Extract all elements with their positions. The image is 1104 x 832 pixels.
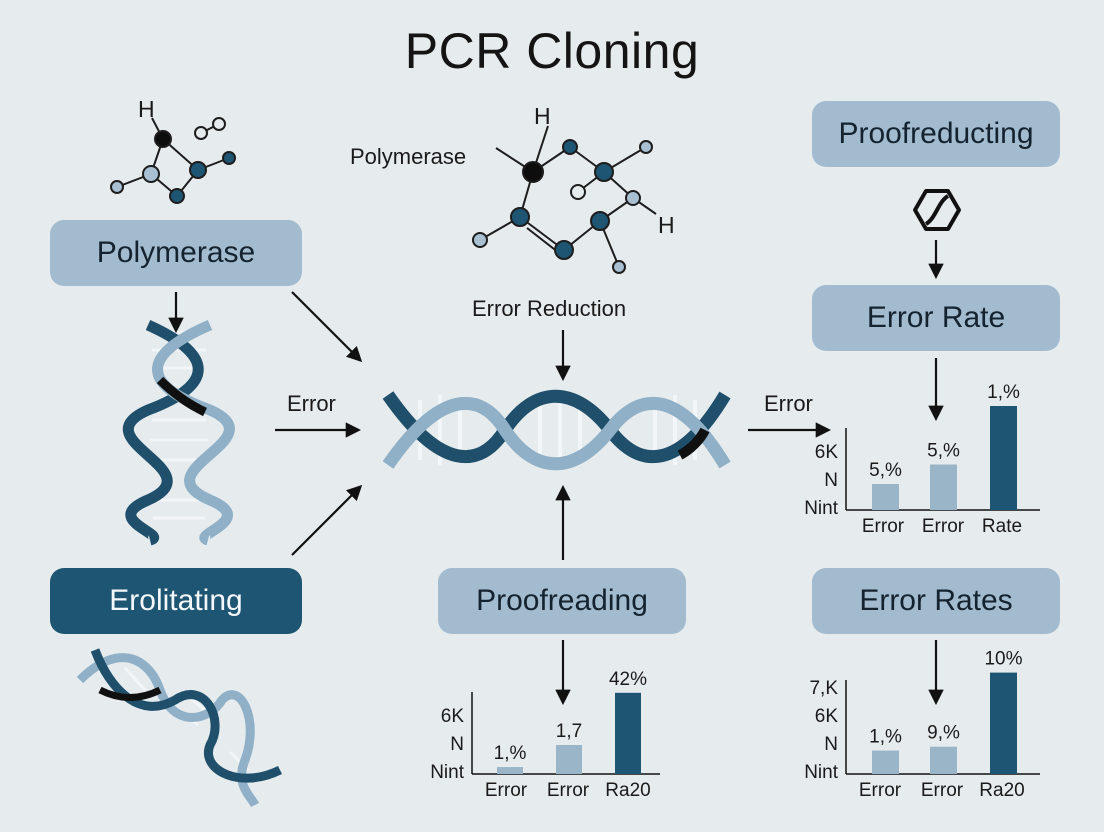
chart-right-bottom-ytick: 6K: [814, 706, 838, 727]
chart-right-bottom-bar: [990, 672, 1017, 774]
bottom-left-dna-helix: [76, 648, 283, 808]
left-molecule-icon: [110, 117, 236, 204]
chart-right-top-ytick: N: [824, 470, 838, 491]
chart-right-top-xtick: Error: [921, 516, 965, 537]
chart-right-top-xtick: Rate: [981, 516, 1023, 537]
chart-center-bar-label: 1,7: [556, 721, 582, 742]
error-reduction-label: Error Reduction: [472, 296, 627, 321]
chart-right-bottom-bar-label: 9,%: [927, 723, 960, 744]
chart-center-xtick: Ra20: [605, 780, 651, 801]
center-molecule-icon: [472, 125, 657, 274]
error-rate-pill: Error Rate: [812, 285, 1060, 351]
chart-right-top-bar-label: 5,%: [869, 460, 902, 481]
page-title: PCR Cloning: [404, 23, 700, 79]
slashed-hexagon-icon: [913, 189, 961, 231]
center-molecule-atom-right: H: [658, 212, 675, 238]
chart-center-ytick: 6K: [440, 706, 464, 727]
chart-right-bottom-xtick: Error: [858, 780, 902, 801]
center-dna-helix: [382, 389, 731, 471]
chart-right-bottom-bar: [872, 750, 899, 774]
center-molecule-label: Polymerase: [350, 144, 467, 169]
chart-center-bar: [556, 745, 582, 774]
chart-center-ytick: N: [450, 734, 464, 755]
erolitating-pill: Erolitating: [50, 568, 302, 634]
chart-right-bottom-ytick: 7,K: [809, 678, 838, 699]
chart-right-bottom-xtick: Error: [920, 780, 964, 801]
error-right-label: Error: [764, 391, 813, 416]
chart-center-bar-label: 42%: [609, 669, 647, 690]
chart-right-bottom-bar-label: 10%: [984, 649, 1022, 670]
chart-center-bar: [615, 692, 641, 774]
error-rates-pill: Error Rates: [812, 568, 1060, 634]
chart-right-top-ytick: Nint: [804, 498, 838, 519]
left-molecule-atom-label: H: [138, 96, 155, 122]
chart-right-bottom-ytick: Nint: [804, 762, 838, 783]
chart-right-bottom-ytick: N: [824, 734, 838, 755]
proofreading-pill: Proofreading: [438, 568, 686, 634]
proofreducting-pill: Proofreducting: [812, 101, 1060, 167]
polymerase-pill: Polymerase: [50, 220, 302, 286]
chart-center-bar-label: 1,%: [494, 743, 527, 764]
chart-right-top-ytick: 6K: [814, 442, 838, 463]
chart-right-top-bar: [930, 464, 957, 510]
flow-arrows: [168, 240, 944, 706]
chart-center-xtick: Error: [484, 780, 528, 801]
chart-right-top-bar: [872, 484, 899, 510]
chart-center-xtick: Error: [546, 780, 590, 801]
error-left-label: Error: [287, 391, 336, 416]
chart-center-ytick: Nint: [430, 762, 464, 783]
chart-right-top-bar-label: 5,%: [927, 441, 960, 462]
chart-right-top-xtick: Error: [861, 516, 905, 537]
chart-right-top-bar: [990, 406, 1017, 510]
chart-right-bottom-bar-label: 1,%: [869, 727, 902, 748]
chart-right-top-bar-label: 1,%: [987, 382, 1020, 403]
chart-center-bar: [497, 767, 523, 774]
chart-right-bottom-bar: [930, 746, 957, 774]
center-molecule-atom-top: H: [534, 103, 551, 129]
chart-right-bottom-xtick: Ra20: [979, 780, 1025, 801]
